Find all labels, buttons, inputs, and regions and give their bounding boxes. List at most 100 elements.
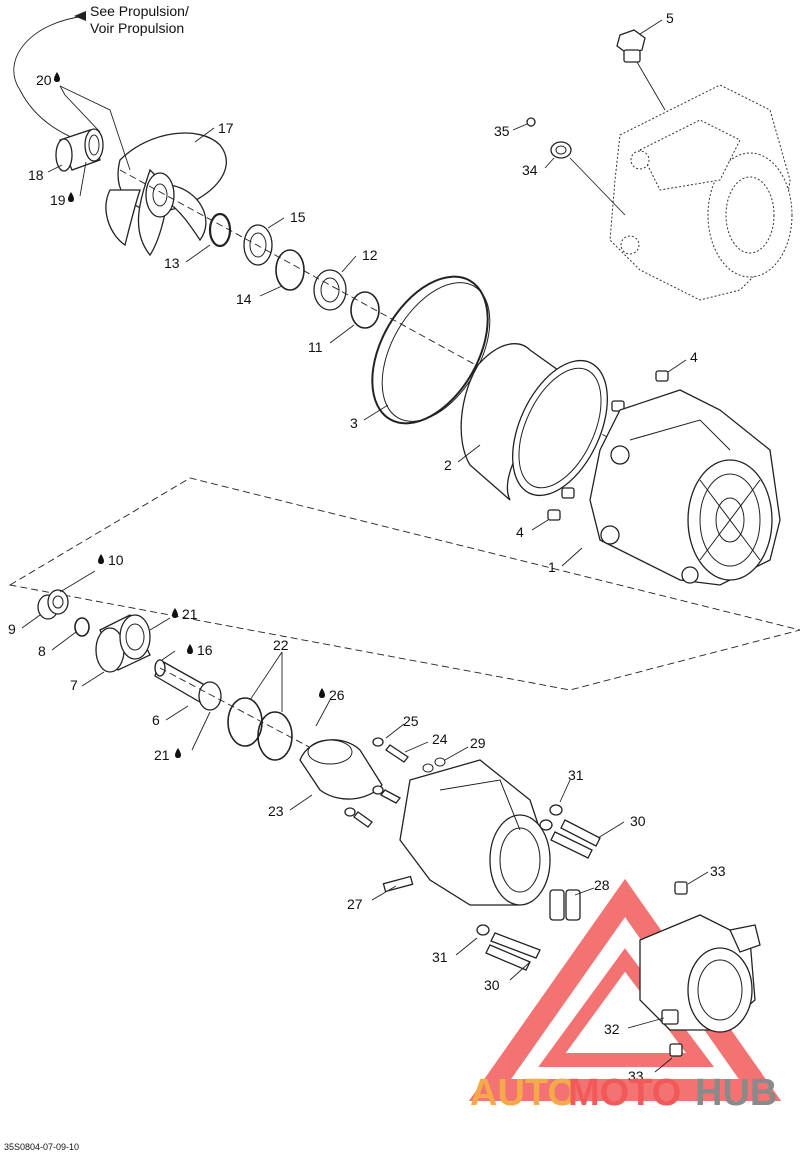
callout-27: 27 — [347, 896, 363, 912]
svg-text:10: 10 — [108, 552, 124, 568]
svg-text:20: 20 — [36, 72, 52, 88]
callout-20: 20 — [36, 72, 60, 88]
part-33-screws — [669, 881, 688, 1057]
callout-5: 5 — [666, 10, 674, 26]
leader-lines — [21, 19, 709, 1073]
callout-31b: 31 — [432, 949, 448, 965]
part-27-venturi — [382, 759, 551, 906]
callout-17: 17 — [218, 120, 234, 136]
callout-31a: 31 — [568, 767, 584, 783]
callout-19: 19 — [50, 192, 74, 208]
part-9-cap — [37, 589, 69, 620]
part-35-screw — [526, 117, 536, 127]
callout-4b: 4 — [516, 524, 524, 540]
svg-text:9: 9 — [8, 621, 16, 637]
svg-text:22: 22 — [273, 637, 289, 653]
svg-text:31: 31 — [568, 767, 584, 783]
callout-labels: 20 17 18 19 13 15 14 12 11 3 2 4 4 1 5 3… — [8, 10, 726, 1084]
svg-text:27: 27 — [347, 896, 363, 912]
part-5-plug — [616, 29, 666, 111]
svg-text:33: 33 — [710, 863, 726, 879]
callout-23: 23 — [268, 803, 284, 819]
part-34-nut — [550, 141, 626, 216]
svg-text:24: 24 — [432, 731, 448, 747]
part-30-31-bolts-upper — [539, 804, 601, 859]
callout-21b: 21 — [154, 747, 181, 763]
callout-6: 6 — [152, 712, 160, 728]
svg-text:6: 6 — [152, 712, 160, 728]
callout-29: 29 — [470, 735, 486, 751]
oil-drop-icon — [319, 688, 325, 698]
part-14-oring — [275, 249, 305, 291]
callout-30b: 30 — [484, 977, 500, 993]
svg-text:21: 21 — [154, 747, 170, 763]
callout-8: 8 — [38, 643, 46, 659]
svg-text:33: 33 — [628, 1068, 644, 1084]
svg-text:1: 1 — [548, 559, 556, 575]
oil-drop-icon — [175, 748, 181, 758]
callout-16: 16 — [187, 642, 213, 658]
drawing-code: 35S0804-07-09-10 — [4, 1142, 79, 1152]
callout-26: 26 — [319, 687, 345, 703]
svg-text:29: 29 — [470, 735, 486, 751]
callout-33b: 33 — [628, 1068, 644, 1084]
part-8-oring — [74, 617, 90, 637]
note-line-2: Voir Propulsion — [90, 20, 184, 36]
part-12-bearing — [313, 269, 347, 311]
oil-drop-icon — [68, 192, 74, 202]
svg-text:28: 28 — [594, 877, 610, 893]
svg-text:32: 32 — [604, 1021, 620, 1037]
callout-4a: 4 — [690, 349, 698, 365]
callout-11: 11 — [308, 339, 323, 355]
oil-drop-icon — [187, 644, 193, 654]
svg-text:23: 23 — [268, 803, 284, 819]
callout-33a: 33 — [710, 863, 726, 879]
svg-text:11: 11 — [308, 339, 323, 355]
svg-text:8: 8 — [38, 643, 46, 659]
callout-10: 10 — [98, 552, 124, 568]
callout-32: 32 — [604, 1021, 620, 1037]
part-7-bearing-housing — [95, 614, 151, 673]
part-23-cone — [299, 739, 383, 800]
oil-drop-icon — [54, 72, 60, 82]
part-2-liner — [460, 343, 608, 501]
callout-22: 22 — [273, 637, 289, 653]
svg-text:14: 14 — [236, 291, 252, 307]
axis-line-mid — [159, 667, 331, 759]
svg-text:17: 17 — [218, 120, 234, 136]
svg-text:21: 21 — [182, 606, 198, 622]
callout-34: 34 — [522, 162, 538, 178]
svg-text:12: 12 — [362, 247, 378, 263]
callout-30a: 30 — [630, 813, 646, 829]
svg-text:25: 25 — [403, 713, 419, 729]
svg-text:15: 15 — [290, 209, 306, 225]
watermark-text: AUTO MOTO HUB — [470, 1072, 777, 1114]
callout-3: 3 — [350, 415, 358, 431]
svg-text:26: 26 — [329, 687, 345, 703]
callout-13: 13 — [164, 255, 180, 271]
callout-24: 24 — [432, 731, 448, 747]
callout-18: 18 — [28, 167, 44, 183]
callout-28: 28 — [594, 877, 610, 893]
part-13-circlip — [208, 212, 232, 248]
part-11-oring — [350, 291, 380, 329]
part-4-studs — [547, 370, 669, 521]
svg-text:16: 16 — [197, 642, 213, 658]
svg-text:18: 18 — [28, 167, 44, 183]
part-30-31-bolts-lower — [476, 924, 541, 971]
svg-text:5: 5 — [666, 10, 674, 26]
part-18-sleeve — [55, 128, 104, 172]
svg-text:19: 19 — [50, 192, 66, 208]
svg-text:30: 30 — [484, 977, 500, 993]
part-24-25-screws — [344, 737, 409, 828]
callout-14: 14 — [236, 291, 252, 307]
callout-12: 12 — [362, 247, 378, 263]
part-1-pump-housing — [589, 389, 781, 586]
oil-drop-icon — [98, 554, 104, 564]
callout-21a: 21 — [172, 606, 198, 622]
see-propulsion-note: See Propulsion/ Voir Propulsion — [13, 3, 189, 149]
svg-text:4: 4 — [690, 349, 698, 365]
part-15-seal — [243, 224, 273, 266]
part-17-impeller — [105, 132, 227, 257]
